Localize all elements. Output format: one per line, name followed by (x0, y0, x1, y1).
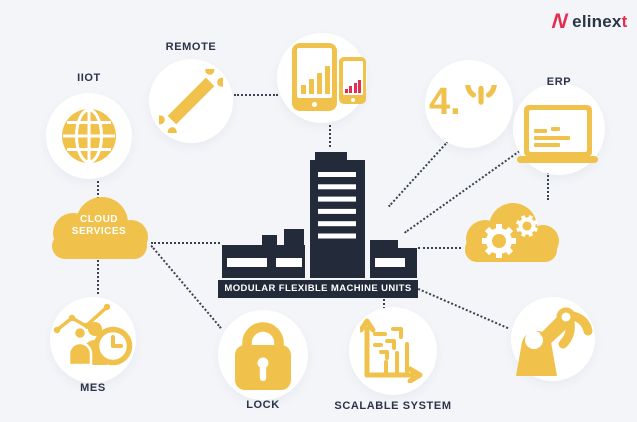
industry40-node-circle (425, 60, 513, 148)
cloud-gears-icon (465, 203, 559, 262)
connector-building-scalable (383, 296, 385, 312)
connector-remote-devices (234, 94, 278, 96)
gear-small-icon (516, 215, 538, 237)
connector-cloud-mes (97, 256, 99, 294)
phone-screen (342, 60, 363, 95)
erp-label: ERP (546, 76, 572, 88)
laptop-icon (524, 105, 592, 157)
cloud-services-icon (52, 197, 148, 259)
connector-iiot-cloud (97, 181, 99, 203)
brand-logo: N elinext (550, 10, 627, 34)
laptop-base (517, 156, 598, 163)
tablet-home-button (312, 102, 317, 107)
connector-cloud-lock (150, 245, 222, 329)
wrench-icon (159, 69, 223, 133)
connector-building-robot (413, 286, 509, 330)
scalable-label: SCALABLE SYSTEM (334, 400, 452, 412)
connector-erp-gearscloud (547, 172, 549, 200)
robot-arm-icon (516, 307, 593, 376)
mes-label: MES (80, 382, 106, 394)
phone-chart-icon (339, 57, 366, 104)
lock-label: LOCK (246, 399, 280, 411)
tablet-chart-icon (292, 43, 337, 111)
globe-icon (62, 108, 116, 164)
connector-building-gearscloud (418, 247, 461, 249)
cloud-services-label: CLOUD SERVICES (71, 214, 127, 237)
tablet-screen (297, 48, 332, 98)
connector-devices-building (329, 125, 331, 147)
industry-4-text: 4. (429, 81, 461, 123)
scalable-axes-icon (360, 318, 423, 383)
laptop-screen (529, 110, 587, 152)
team-clock-chart-icon (53, 303, 133, 367)
gear-large-icon (482, 224, 516, 258)
remote-label: REMOTE (165, 41, 217, 53)
padlock-icon (235, 322, 291, 390)
logo-wordmark: elinext (572, 10, 627, 34)
logo-text-dark: elinex (572, 12, 622, 31)
factory-building-icon (222, 152, 417, 278)
building-banner: MODULAR FLEXIBLE MACHINE UNITS (218, 280, 418, 298)
connector-cloud-building (151, 242, 220, 244)
power-icon (465, 85, 497, 105)
logo-n-icon: N (550, 10, 569, 33)
phone-home-button (350, 97, 355, 102)
logo-text-accent: t (621, 12, 628, 31)
iiot-label: IIOT (77, 72, 101, 84)
